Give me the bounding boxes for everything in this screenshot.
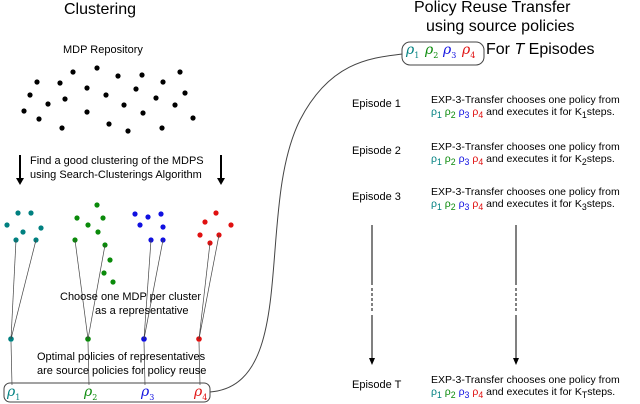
choose-text-2: as a representative	[95, 305, 189, 317]
rep-to-policy-line-2	[87, 341, 90, 386]
repository-dot	[62, 96, 68, 102]
right-down-arrow-head	[217, 178, 225, 185]
cluster-2-dot	[94, 202, 100, 208]
repository-dot	[160, 79, 166, 85]
cluster-3-dot	[137, 222, 143, 228]
episode-2-desc: EXP-3-Transfer chooses one policy from ρ…	[431, 141, 620, 168]
cluster-2-dot	[107, 257, 113, 263]
repository-dot	[159, 125, 165, 131]
policy-rho-3: ρ3	[141, 384, 155, 402]
connector-line	[10, 239, 37, 340]
clustering-text-1: Find a good clustering of the MDPS	[30, 155, 204, 167]
connector-line	[143, 239, 152, 340]
cluster-2-dot	[101, 270, 107, 276]
repository-dot	[190, 115, 196, 121]
repository-dot	[45, 101, 51, 107]
repository-dot	[70, 69, 76, 75]
rep-to-policy-line-3	[143, 341, 146, 386]
for-episodes-text: For T Episodes	[486, 41, 595, 58]
choose-text-1: Choose one MDP per cluster	[60, 291, 202, 303]
connector-line	[74, 239, 89, 340]
rep-to-policy-line-4	[198, 341, 201, 386]
repository-dot	[182, 90, 188, 96]
episode-T-label: Episode T	[352, 379, 402, 391]
repository-dot	[103, 92, 109, 98]
cluster-1-dot	[15, 210, 21, 216]
left-down-arrow-head	[16, 178, 24, 185]
repository-dot	[121, 102, 127, 108]
mdp-repository-dots	[21, 65, 196, 134]
policy-rho-4: ρ4	[194, 384, 208, 402]
cluster-2-dot	[85, 222, 91, 228]
repository-dot	[84, 85, 90, 91]
connector-line	[87, 244, 106, 340]
connector-lines	[3, 41, 519, 403]
connector-line	[198, 234, 220, 340]
episode-1-desc: EXP-3-Transfer chooses one policy from ρ…	[431, 94, 620, 121]
cluster-4-dot	[202, 219, 208, 225]
clustering-text-2: using Search-Clusterings Algorithm	[30, 169, 202, 181]
cluster-1-dot	[20, 229, 26, 235]
repository-dot	[153, 95, 159, 101]
repository-dot	[115, 73, 121, 79]
episode-3-label: Episode 3	[352, 191, 401, 203]
policy-rho-1: ρ1	[7, 384, 21, 402]
top-policy-rho-2: ρ2	[425, 42, 439, 60]
connector-line	[198, 242, 211, 340]
cluster-2-dot	[95, 229, 101, 235]
repository-dot	[27, 92, 33, 98]
repository-dot	[125, 128, 131, 134]
repository-dot	[59, 125, 65, 131]
optimal-text-2: are source policies for policy reuse	[37, 365, 207, 377]
clustering-title: Clustering	[64, 1, 137, 18]
rep-to-policy-line-1	[10, 341, 13, 386]
episode-3-desc: EXP-3-Transfer chooses one policy from ρ…	[431, 186, 620, 213]
connector-line	[143, 239, 164, 340]
repository-label: MDP Repository	[63, 44, 143, 56]
cluster-2-dot	[100, 215, 106, 221]
cluster-3-dot	[132, 211, 138, 217]
cluster-4-dot	[228, 222, 234, 228]
repository-dot	[140, 110, 146, 116]
top-policy-rho-4: ρ4	[462, 42, 476, 60]
repository-dot	[177, 69, 183, 75]
top-policy-set-box	[401, 41, 485, 66]
repository-dot	[139, 72, 145, 78]
policy-set-box	[3, 382, 211, 403]
repository-dot	[133, 86, 139, 92]
policy-rho-2: ρ2	[84, 384, 98, 402]
top-policy-rho-3: ρ3	[443, 42, 457, 60]
repository-dot	[84, 109, 90, 115]
episode-1-label: Episode 1	[352, 98, 401, 110]
cluster-1-dot	[28, 210, 34, 216]
cluster-4-dot	[213, 210, 219, 216]
cluster-2-dot	[110, 279, 116, 285]
repository-dot	[34, 79, 40, 85]
episode-T-desc: EXP-3-Transfer chooses one policy from ρ…	[431, 374, 620, 401]
cluster-3-dot	[160, 224, 166, 230]
repository-dot	[21, 108, 27, 114]
cluster-2-dot	[74, 215, 80, 221]
episode-2-label: Episode 2	[352, 145, 401, 157]
repository-dot	[94, 65, 100, 71]
cluster-dots	[4, 202, 234, 342]
top-policy-rho-1: ρ1	[406, 42, 420, 60]
optimal-text-1: Optimal policies of representatives	[37, 351, 206, 363]
cluster-1-dot	[4, 222, 10, 228]
transfer-title-2: using source policies	[426, 18, 575, 35]
episode-arrow-head	[513, 358, 519, 365]
transfer-curve	[209, 53, 403, 393]
episode-arrow-head	[369, 358, 375, 365]
cluster-3-dot	[158, 211, 164, 217]
transfer-title-1: Policy Reuse Transfer	[414, 0, 571, 16]
repository-dot	[106, 121, 112, 127]
cluster-4-dot	[197, 232, 203, 238]
cluster-1-dot	[38, 225, 44, 231]
repository-dot	[36, 116, 42, 122]
connector-line	[10, 239, 17, 340]
repository-dot	[57, 80, 63, 86]
repository-dot	[172, 102, 178, 108]
cluster-3-dot	[145, 214, 151, 220]
